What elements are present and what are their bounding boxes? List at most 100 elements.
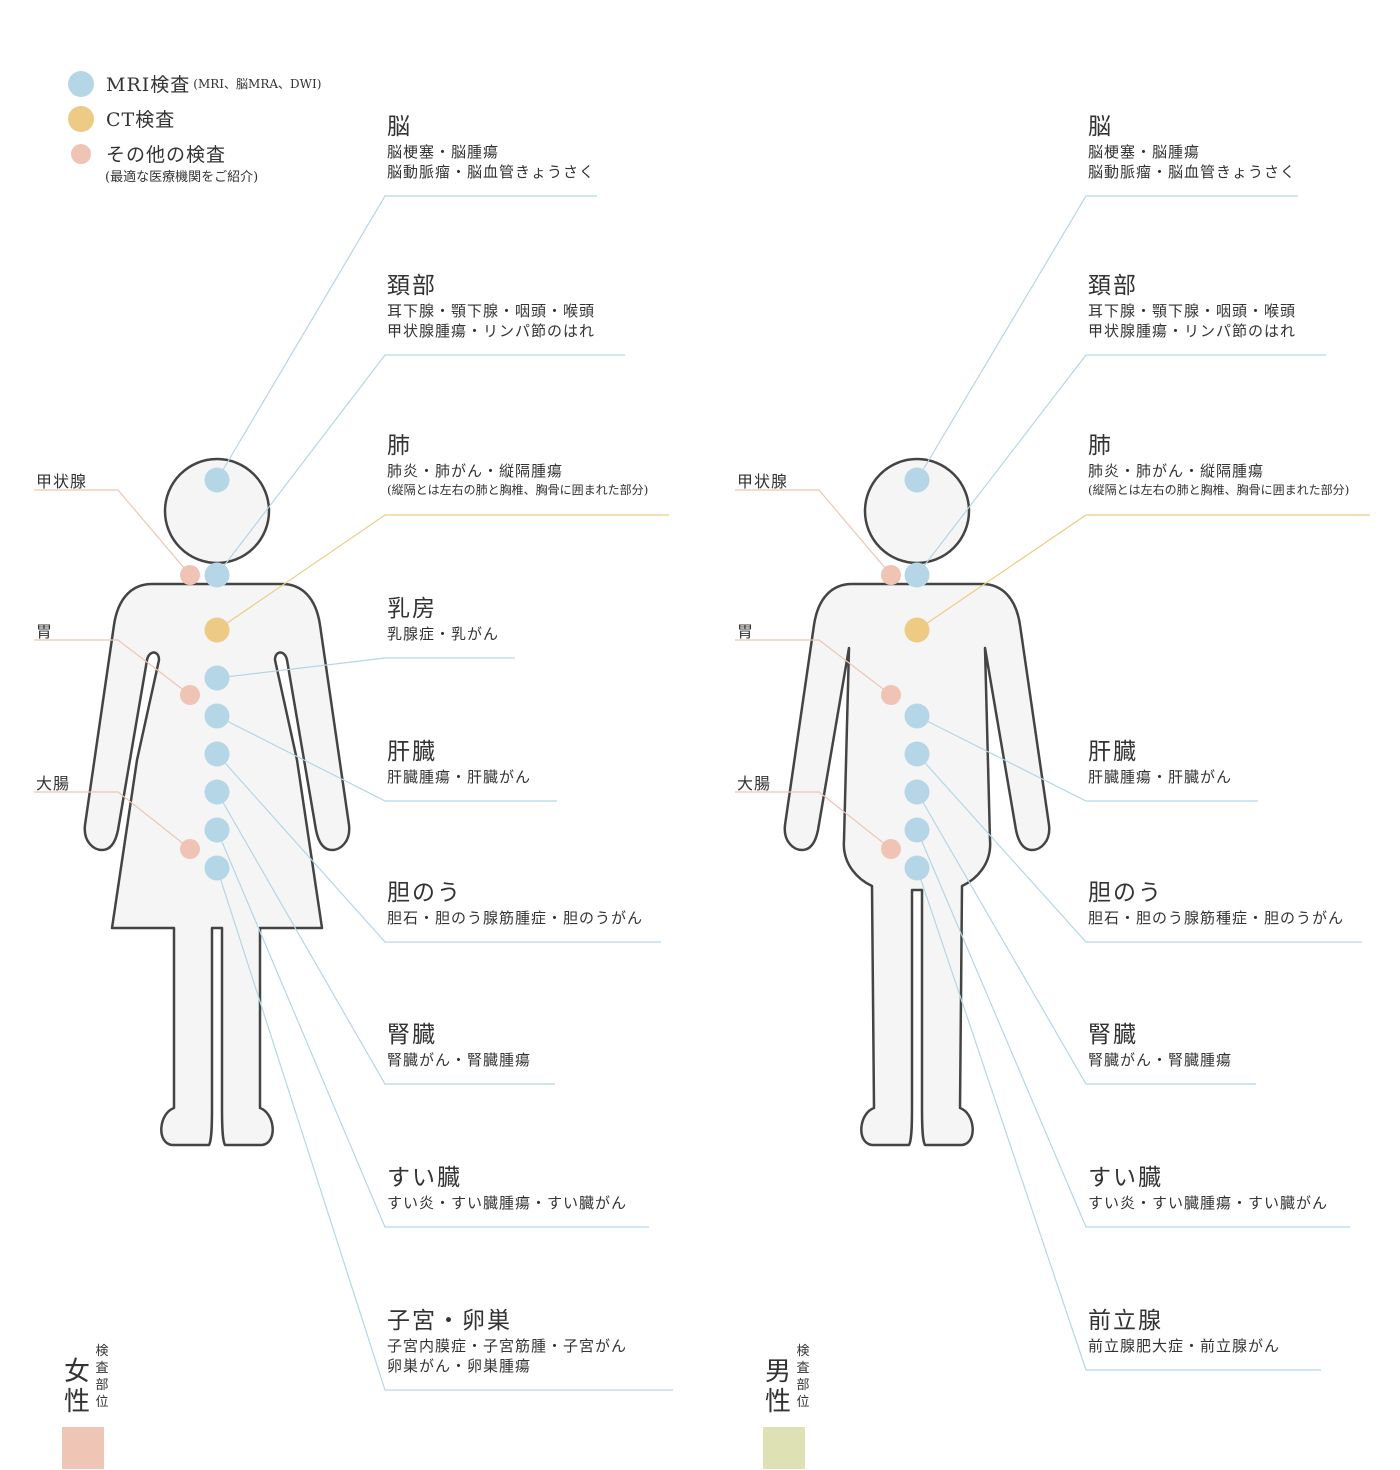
female-organ-title: 腎臓 bbox=[387, 1022, 437, 1048]
male-leader-line bbox=[916, 829, 1350, 1228]
female-organ-title: 胆のう bbox=[387, 880, 462, 906]
female-organ-8: 子宮・卵巣子宮内膜症・子宮筋腫・子宮がん卵巣がん・卵巣腫瘍 bbox=[387, 1306, 627, 1376]
female-leader-line bbox=[216, 715, 557, 802]
male-organ-2: 肺肺炎・肺がん・縦隔腫瘍(縦隔とは左右の肺と胸椎、胸骨に囲まれた部分) bbox=[1088, 431, 1349, 499]
female-organ-note: (縦隔とは左右の肺と胸椎、胸骨に囲まれた部分) bbox=[387, 483, 649, 497]
female-leader-line bbox=[216, 354, 625, 576]
male-organ-condition: 肺炎・肺がん・縦隔腫瘍 bbox=[1088, 462, 1265, 480]
female-other-exam-marker bbox=[180, 565, 200, 585]
male-organ-4: 胆のう胆石・胆のう腺筋種症・胆のうがん bbox=[1088, 878, 1344, 928]
male-mri-exam-marker bbox=[904, 779, 930, 805]
male-leader-line bbox=[916, 867, 1321, 1371]
female-side-label: 大腸 bbox=[36, 774, 71, 793]
female-organ-condition: すい炎・すい臓腫瘍・すい臓がん bbox=[387, 1194, 628, 1212]
female-organ-3: 乳房乳腺症・乳がん bbox=[387, 594, 499, 644]
male-section-caption: 検査部位 bbox=[796, 1344, 810, 1410]
male-leader-line bbox=[916, 514, 1370, 631]
female-organ-condition: 脳梗塞・脳腫瘍 bbox=[387, 143, 500, 161]
male-organ-condition: 肝臓腫瘍・肝臓がん bbox=[1088, 768, 1233, 786]
male-organ-condition: 甲状腺腫瘍・リンパ節のはれ bbox=[1088, 322, 1297, 340]
other-marker-icon bbox=[71, 143, 91, 164]
female-ct-exam-marker bbox=[204, 617, 230, 643]
female-organ-condition: 耳下腺・顎下腺・咽頭・喉頭 bbox=[387, 302, 596, 320]
female-swatch bbox=[62, 1427, 104, 1469]
female-mri-exam-marker bbox=[204, 817, 230, 843]
female-mri-exam-marker bbox=[204, 665, 230, 691]
female-organ-condition: 肝臓腫瘍・肝臓がん bbox=[387, 768, 532, 786]
male-side-leader-line bbox=[735, 639, 892, 696]
female-organ-title: 頚部 bbox=[387, 273, 437, 299]
male-organ-6: すい臓すい炎・すい臓腫瘍・すい臓がん bbox=[1088, 1163, 1328, 1213]
male-organ-condition: 胆石・胆のう腺筋種症・胆のうがん bbox=[1088, 909, 1345, 927]
female-organ-condition: 胆石・胆のう腺筋腫症・胆のうがん bbox=[387, 909, 644, 927]
female-side-label: 胃 bbox=[36, 622, 54, 641]
male-organ-title: すい臓 bbox=[1088, 1165, 1163, 1191]
female-side-leader-line bbox=[34, 489, 191, 576]
male-mri-exam-marker bbox=[904, 562, 930, 588]
female-mri-exam-marker bbox=[204, 741, 230, 767]
female-organ-5: 胆のう胆石・胆のう腺筋腫症・胆のうがん bbox=[387, 878, 643, 928]
male-leader-line bbox=[916, 791, 1256, 1085]
female-mri-exam-marker bbox=[204, 703, 230, 729]
female-organ-6: 腎臓腎臓がん・腎臓腫瘍 bbox=[387, 1020, 531, 1070]
female-organ-4: 肝臓肝臓腫瘍・肝臓がん bbox=[387, 737, 531, 787]
male-organ-title: 脳 bbox=[1088, 114, 1113, 140]
female-leader-line bbox=[216, 867, 673, 1391]
male-mri-exam-marker bbox=[904, 467, 930, 493]
male-organ-7: 前立腺前立腺肥大症・前立腺がん bbox=[1088, 1306, 1280, 1356]
male-side-leader-line bbox=[735, 791, 892, 850]
male-organ-5: 腎臓腎臓がん・腎臓腫瘍 bbox=[1088, 1020, 1232, 1070]
male-sex-label: 男性 bbox=[764, 1357, 791, 1417]
female-organ-0: 脳脳梗塞・脳腫瘍脳動脈瘤・脳血管きょうさく bbox=[387, 112, 595, 182]
legend-other-label: その他の検査 bbox=[106, 144, 227, 166]
male-organ-condition: 耳下腺・顎下腺・咽頭・喉頭 bbox=[1088, 302, 1297, 320]
male-organ-title: 腎臓 bbox=[1088, 1022, 1138, 1048]
male-organ-title: 肺 bbox=[1088, 433, 1113, 459]
female-side-leader-line bbox=[34, 639, 191, 696]
male-side-label: 胃 bbox=[737, 622, 755, 641]
male-organ-0: 脳脳梗塞・脳腫瘍脳動脈瘤・脳血管きょうさく bbox=[1088, 112, 1296, 182]
female-mri-exam-marker bbox=[204, 467, 230, 493]
male-swatch bbox=[763, 1427, 805, 1469]
female-other-exam-marker bbox=[180, 839, 200, 859]
female-organ-title: 乳房 bbox=[387, 596, 437, 622]
female-other-exam-marker bbox=[180, 685, 200, 705]
male-organ-3: 肝臓肝臓腫瘍・肝臓がん bbox=[1088, 737, 1232, 787]
male-other-exam-marker bbox=[881, 685, 901, 705]
female-organ-title: すい臓 bbox=[387, 1165, 462, 1191]
male-ct-exam-marker bbox=[904, 617, 930, 643]
female-leader-line bbox=[216, 514, 669, 631]
male-organ-title: 頚部 bbox=[1088, 273, 1138, 299]
female-side-label: 甲状腺 bbox=[36, 472, 88, 491]
female-organ-condition: 甲状腺腫瘍・リンパ節のはれ bbox=[387, 322, 596, 340]
female-organ-condition: 腎臓がん・腎臓腫瘍 bbox=[387, 1051, 532, 1069]
female-leader-line bbox=[216, 791, 555, 1085]
male-mri-exam-marker bbox=[904, 855, 930, 881]
female-organ-condition: 乳腺症・乳がん bbox=[387, 625, 500, 643]
male-side-leader-line bbox=[735, 489, 892, 576]
female-organ-condition: 卵巣がん・卵巣腫瘍 bbox=[387, 1357, 532, 1375]
male-organ-condition: 脳動脈瘤・脳血管きょうさく bbox=[1088, 163, 1297, 181]
legend-mri-sub: (MRI、脳MRA、DWI) bbox=[193, 77, 322, 91]
male-organ-title: 肝臓 bbox=[1088, 739, 1138, 765]
male-leader-line bbox=[916, 753, 1362, 943]
male-other-exam-marker bbox=[881, 565, 901, 585]
legend-mri-label: MRI検査 bbox=[106, 74, 191, 96]
male-organ-condition: 前立腺肥大症・前立腺がん bbox=[1088, 1337, 1281, 1355]
legend-mri: MRI検査 (MRI、脳MRA、DWI) bbox=[68, 70, 321, 97]
female-organ-7: すい臓すい炎・すい臓腫瘍・すい臓がん bbox=[387, 1163, 627, 1213]
male-organ-title: 胆のう bbox=[1088, 880, 1163, 906]
female-organ-condition: 子宮内膜症・子宮筋腫・子宮がん bbox=[387, 1337, 628, 1355]
male-mri-exam-marker bbox=[904, 741, 930, 767]
male-leader-line bbox=[916, 715, 1258, 802]
male-leader-line bbox=[916, 354, 1326, 576]
female-organ-1: 頚部耳下腺・顎下腺・咽頭・喉頭甲状腺腫瘍・リンパ節のはれ bbox=[387, 271, 595, 341]
female-leader-line bbox=[216, 829, 649, 1228]
female-organ-title: 肺 bbox=[387, 433, 412, 459]
male-side-label: 甲状腺 bbox=[737, 472, 789, 491]
legend-other: その他の検査 bbox=[68, 140, 226, 167]
legend-ct-label: CT検査 bbox=[106, 109, 176, 131]
female-organ-title: 肝臓 bbox=[387, 739, 437, 765]
female-leader-line bbox=[216, 195, 597, 481]
male-organ-condition: 脳梗塞・脳腫瘍 bbox=[1088, 143, 1201, 161]
